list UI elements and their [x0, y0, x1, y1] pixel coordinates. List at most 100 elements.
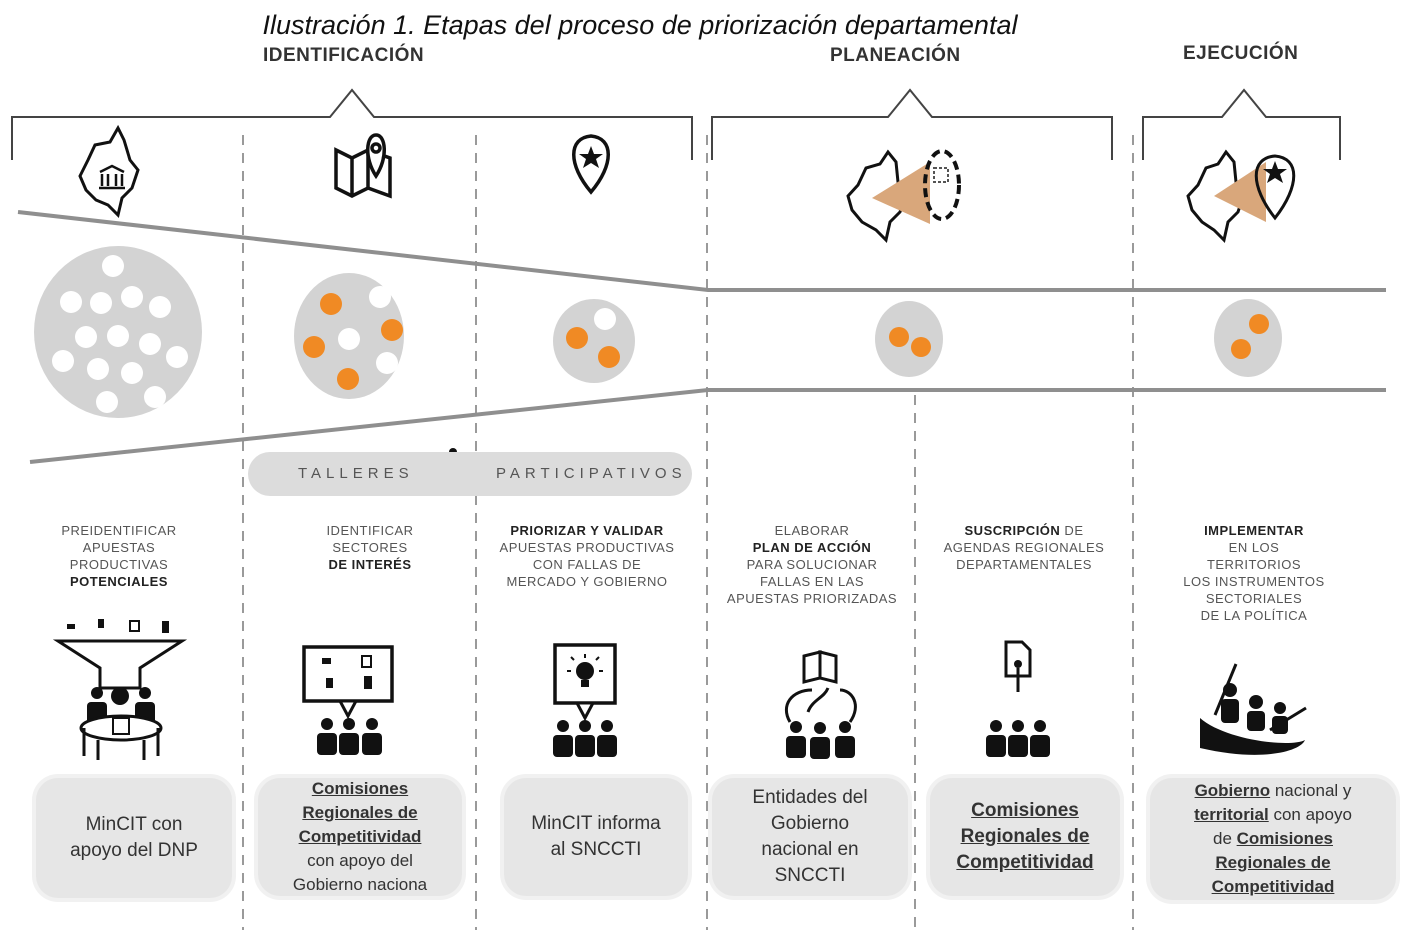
actor-text-part: Competitividad: [298, 827, 422, 846]
step-text: IDENTIFICAR: [326, 523, 414, 538]
actor-line: Comisiones: [293, 777, 427, 801]
actor-text-part: al SNCCTI: [550, 839, 642, 860]
actor-text-part: de: [1212, 829, 1237, 848]
step-line: APUESTAS PRODUCTIVAS: [484, 539, 690, 556]
step-line: PRIORIZAR Y VALIDAR: [484, 522, 690, 539]
phase-brackets: [11, 88, 1341, 160]
actor-line: MinCIT con: [70, 812, 198, 838]
phase-identificacion: IDENTIFICACIÓN: [263, 45, 425, 66]
step-line: IMPLEMENTAR: [1164, 522, 1344, 539]
step-line: ELABORAR: [712, 522, 912, 539]
step-line: PARA SOLUCIONAR: [712, 556, 912, 573]
phase-ejecucion: EJECUCIÓN: [1183, 43, 1299, 64]
step-line: PREIDENTIFICAR: [44, 522, 194, 539]
funnel-bottom: [29, 388, 1386, 464]
funnel-meeting-icon: [52, 619, 188, 760]
figure-caption: Ilustración 1. Etapas del proceso de pri…: [262, 10, 1018, 40]
step-text: POTENCIALES: [70, 574, 168, 589]
talleres-label: TALLERES: [298, 465, 414, 482]
actor-line: al SNCCTI: [531, 837, 661, 863]
actor-line: SNCCTI: [752, 863, 867, 889]
actor-line: Gobierno: [752, 811, 867, 837]
map-museum-icon: [78, 124, 140, 218]
step-line: IDENTIFICAR: [290, 522, 450, 539]
actor-line: Comisiones: [956, 798, 1093, 824]
circle-2: [294, 273, 404, 399]
step-text: AGENDAS REGIONALES: [943, 540, 1105, 555]
step-line: MERCADO Y GOBIERNO: [484, 573, 690, 590]
step-line: SECTORIALES: [1164, 590, 1344, 607]
step-line: LOS INSTRUMENTOS: [1164, 573, 1344, 590]
step-text: SECTORIALES: [1205, 591, 1303, 606]
step-text: SUSCRIPCIÓN: [964, 523, 1061, 538]
step-text: DEPARTAMENTALES: [956, 557, 1092, 572]
step-text: PLAN DE ACCIÓN: [752, 540, 872, 555]
actor-line: Competitividad: [956, 850, 1093, 876]
actor-text-part: nacional y: [1270, 781, 1352, 800]
step-text: IMPLEMENTAR: [1204, 523, 1304, 538]
actor-text-part: Comisiones: [971, 800, 1079, 821]
step-line: FALLAS EN LAS: [712, 573, 912, 590]
step-text-tail: DE: [1060, 523, 1084, 538]
column-separators: [242, 135, 1134, 930]
step-line: PRODUCTIVAS: [44, 556, 194, 573]
actor-line: Entidades del: [752, 785, 867, 811]
actor-line: territorial con apoyo: [1194, 803, 1352, 827]
step-line: DE INTERÉS: [290, 556, 450, 573]
actor-line: nacional en: [752, 837, 867, 863]
talleres-participativos-banner: TALLERES PARTICIPATIVOS: [248, 452, 692, 496]
step-line: CON FALLAS DE: [484, 556, 690, 573]
step-text: LOS INSTRUMENTOS: [1183, 574, 1325, 589]
map-plan-icon: [846, 149, 961, 243]
actor-line: MinCIT informa: [531, 811, 661, 837]
phase-planeacion: PLANEACIÓN: [830, 45, 961, 66]
step-text: TERRITORIOS: [1206, 557, 1302, 572]
circle-4: [875, 301, 943, 377]
step-text: PRODUCTIVAS: [69, 557, 169, 572]
step-line: SUSCRIPCIÓN DE: [924, 522, 1124, 539]
actor-line: Competitividad: [293, 825, 427, 849]
circle-5: [1214, 299, 1282, 377]
bracket-ejecucion: [1142, 88, 1341, 160]
actor-line: Gobierno nacional y: [1194, 779, 1352, 803]
book-discussion-icon: [784, 650, 857, 759]
actor-text-part: Comisiones: [311, 779, 409, 798]
star-pin-icon: [572, 134, 610, 195]
step-text: DE INTERÉS: [328, 557, 412, 572]
actor-text-part: Regionales de: [302, 803, 418, 822]
step-text: APUESTAS: [82, 540, 156, 555]
actor-line: de Comisiones: [1194, 827, 1352, 851]
actor-text-part: con apoyo: [1268, 805, 1352, 824]
actor-text-part: Gobierno: [1194, 781, 1271, 800]
bracket-identificacion: [11, 88, 693, 160]
actor-line: Competitividad: [1194, 875, 1352, 899]
actor-text-part: Gobierno naciona: [292, 875, 428, 894]
step-line: EN LOS: [1164, 539, 1344, 556]
step-line: APUESTAS: [44, 539, 194, 556]
actor-text-part: SNCCTI: [774, 865, 846, 886]
step-text: FALLAS EN LAS: [759, 574, 865, 589]
actor-text-part: Competitividad: [1211, 877, 1335, 896]
actor-line: con apoyo del: [293, 849, 427, 873]
actor-line: Regionales de: [1194, 851, 1352, 875]
actor-text-part: Regionales de: [960, 826, 1090, 847]
actor-text-part: Comisiones: [1236, 829, 1333, 848]
funnel-top: [17, 210, 1386, 292]
